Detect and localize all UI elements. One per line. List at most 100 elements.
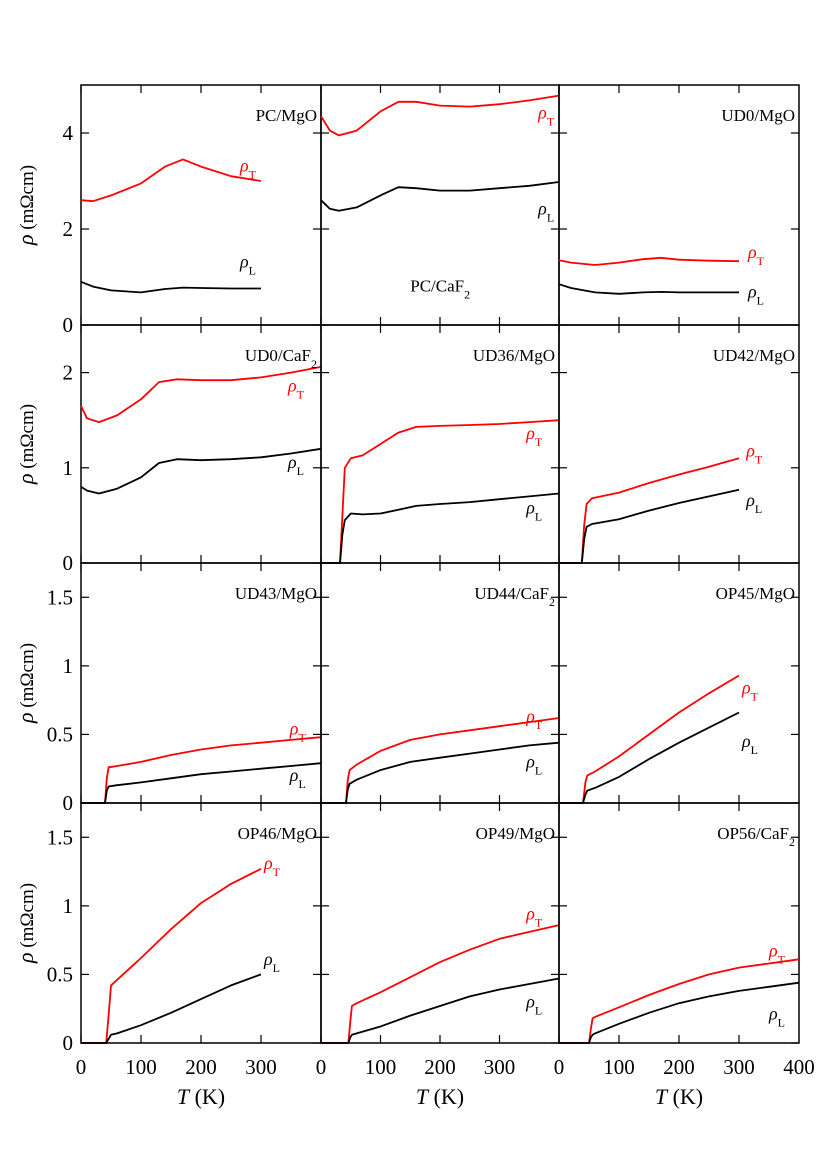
curve-rho-l xyxy=(558,283,739,295)
curve-rho-l xyxy=(81,762,322,804)
x-tick-label: 0 xyxy=(316,1055,327,1079)
y-tick-label: 0.5 xyxy=(47,962,73,986)
x-tick-label: 300 xyxy=(245,1055,277,1079)
panel-op46-mgo: OP46/MgO ρT ρL xyxy=(80,802,322,1044)
curve-rho-l xyxy=(321,492,560,564)
panel-ud43-mgo: UD43/MgO ρT ρL xyxy=(80,562,322,804)
panel-title: UD36/MgO xyxy=(473,346,555,365)
x-tick-label: 300 xyxy=(484,1055,516,1079)
panel-title: UD43/MgO xyxy=(235,584,317,603)
panel-pc-caf2: PC/CaF2 ρT ρL xyxy=(320,84,560,326)
curve-label-rho-l: ρL xyxy=(525,497,542,523)
panel-title: OP49/MgO xyxy=(476,824,555,843)
curve-rho-l xyxy=(80,447,322,495)
curve-label-rho-l: ρL xyxy=(768,1004,785,1030)
y-axis-title: ρ (mΩcm) xyxy=(13,165,38,246)
y-tick-label: 0 xyxy=(63,791,74,815)
panel-op49-mgo: OP49/MgO ρT ρL xyxy=(320,802,560,1044)
curve-rho-t xyxy=(558,256,740,266)
curve-rho-l xyxy=(559,711,740,804)
curve-label-rho-t: ρT xyxy=(525,706,543,732)
curve-label-rho-t: ρT xyxy=(263,853,281,879)
y-tick-label: 2 xyxy=(63,217,74,241)
y-tick-label: 0 xyxy=(63,313,74,337)
curve-label-rho-t: ρT xyxy=(289,718,307,744)
y-tick-label: 1.5 xyxy=(47,585,73,609)
y-tick-label: 0 xyxy=(63,1031,74,1055)
y-tick-label: 2 xyxy=(63,361,74,385)
curve-label-rho-l: ρL xyxy=(287,452,304,478)
curve-rho-t xyxy=(321,924,560,1044)
y-tick-label: 0 xyxy=(63,551,74,575)
panel-ud44-caf2: UD44/CaF2 ρT ρL xyxy=(320,562,560,804)
panel-title: UD0/CaF2 xyxy=(245,346,317,371)
curve-rho-t xyxy=(321,717,560,804)
x-axis-title: T (K) xyxy=(177,1084,225,1109)
curve-rho-l xyxy=(80,280,261,294)
y-axis-title: ρ (mΩcm) xyxy=(13,404,38,485)
curve-rho-t xyxy=(559,958,800,1044)
curve-rho-t xyxy=(81,736,322,804)
curve-rho-t xyxy=(80,158,262,203)
curve-label-rho-l: ρL xyxy=(747,282,764,308)
x-axis-title: T (K) xyxy=(655,1084,703,1109)
curve-rho-l xyxy=(321,977,560,1044)
y-tick-label: 1.5 xyxy=(47,825,73,849)
curve-rho-l xyxy=(321,741,560,804)
curve-label-rho-l: ρL xyxy=(239,251,256,277)
panel-title: UD42/MgO xyxy=(713,346,795,365)
panel-title: PC/CaF2 xyxy=(410,276,470,301)
curve-label-rho-t: ρT xyxy=(747,242,765,268)
curve-label-rho-l: ρL xyxy=(537,199,554,225)
curve-label-rho-l: ρL xyxy=(525,751,542,777)
x-tick-label: 400 xyxy=(783,1055,815,1079)
curve-rho-t xyxy=(80,366,322,424)
x-axis-title: T (K) xyxy=(416,1084,464,1109)
curve-rho-t xyxy=(321,419,560,564)
x-tick-label: 0 xyxy=(554,1055,565,1079)
panel-ud42-mgo: UD42/MgO ρT ρL xyxy=(558,324,800,564)
curve-label-rho-t: ρT xyxy=(525,904,543,930)
panel-title: PC/MgO xyxy=(256,106,317,125)
x-tick-label: 100 xyxy=(603,1055,635,1079)
y-tick-label: 1 xyxy=(63,456,74,480)
curve-label-rho-l: ρL xyxy=(525,991,542,1017)
x-tick-label: 100 xyxy=(365,1055,397,1079)
x-tick-label: 0 xyxy=(76,1055,87,1079)
curve-label-rho-t: ρT xyxy=(239,155,257,181)
y-axis-title: ρ (mΩcm) xyxy=(13,643,38,724)
curve-label-rho-t: ρT xyxy=(741,677,759,703)
curve-rho-l xyxy=(559,981,800,1044)
curve-rho-t xyxy=(559,674,740,804)
panel-title: UD44/CaF2 xyxy=(474,584,555,609)
y-tick-label: 1 xyxy=(63,894,74,918)
curve-label-rho-l: ρL xyxy=(745,490,762,516)
x-tick-label: 100 xyxy=(125,1055,157,1079)
curve-rho-l xyxy=(320,181,560,212)
panel-title: OP46/MgO xyxy=(238,824,317,843)
curve-label-rho-l: ρL xyxy=(741,731,758,757)
curve-rho-t xyxy=(81,867,262,1044)
y-axis-title: ρ (mΩcm) xyxy=(13,883,38,964)
panel-title: UD0/MgO xyxy=(721,106,795,125)
panel-ud0-mgo: UD0/MgO ρT ρL xyxy=(558,84,800,326)
panel-ud36-mgo: UD36/MgO ρT ρL xyxy=(320,324,560,564)
x-tick-label: 200 xyxy=(185,1055,217,1079)
y-tick-label: 1 xyxy=(63,654,74,678)
x-tick-label: 200 xyxy=(663,1055,695,1079)
curve-label-rho-t: ρT xyxy=(537,103,555,129)
y-tick-label: 0.5 xyxy=(47,722,73,746)
curve-rho-l xyxy=(559,488,740,564)
x-tick-label: 200 xyxy=(424,1055,456,1079)
curve-label-rho-l: ρL xyxy=(289,765,306,791)
panel-op45-mgo: OP45/MgO ρT ρL xyxy=(558,562,800,804)
x-tick-label: 300 xyxy=(723,1055,755,1079)
curve-label-rho-t: ρT xyxy=(745,440,763,466)
curve-label-rho-l: ρL xyxy=(263,949,280,975)
curve-label-rho-t: ρT xyxy=(525,423,543,449)
panel-title: OP45/MgO xyxy=(716,584,795,603)
curve-rho-l xyxy=(81,973,262,1044)
